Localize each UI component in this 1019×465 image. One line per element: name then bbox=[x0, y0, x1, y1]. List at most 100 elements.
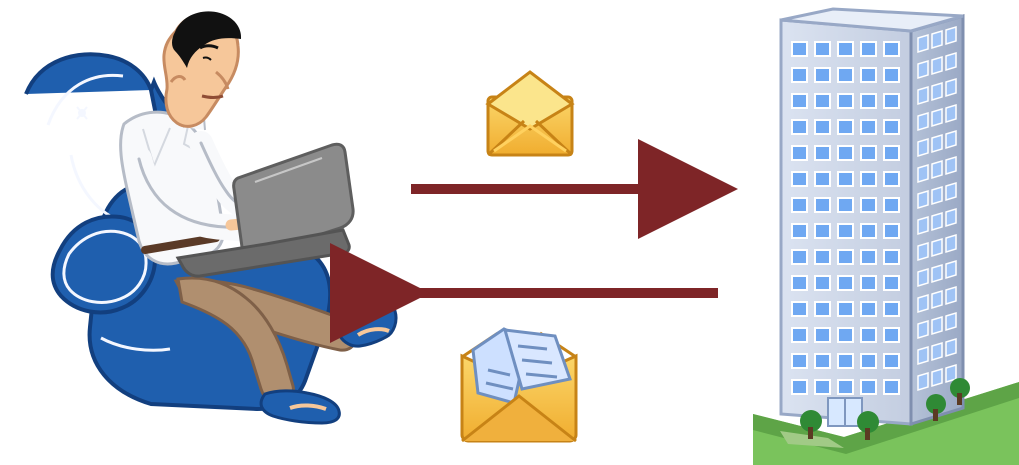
building-side-window bbox=[946, 105, 956, 122]
building-side-window bbox=[946, 365, 956, 382]
building-side-window bbox=[932, 83, 942, 100]
building-front-window bbox=[884, 42, 899, 56]
building-front-window bbox=[838, 328, 853, 342]
building-front-window bbox=[792, 198, 807, 212]
building-front-window bbox=[815, 68, 830, 82]
building-side-window bbox=[932, 317, 942, 334]
building-side-window bbox=[946, 339, 956, 356]
building-front-window bbox=[884, 198, 899, 212]
building-front-window bbox=[815, 172, 830, 186]
building-side-window bbox=[932, 161, 942, 178]
building-front-window bbox=[884, 68, 899, 82]
office-building-icon bbox=[753, 9, 1019, 465]
building-front-window bbox=[884, 146, 899, 160]
building-front-window bbox=[861, 354, 876, 368]
building-side-window bbox=[918, 87, 928, 104]
building-front-window bbox=[792, 224, 807, 238]
building-front-window bbox=[792, 120, 807, 134]
building-front-window bbox=[861, 224, 876, 238]
building-side-window bbox=[932, 369, 942, 386]
building-side-window bbox=[918, 113, 928, 130]
building-front-window bbox=[815, 120, 830, 134]
building-side-window bbox=[946, 261, 956, 278]
building-side-window bbox=[918, 35, 928, 52]
building-side-window bbox=[932, 187, 942, 204]
building-front-window bbox=[815, 94, 830, 108]
building-front-window bbox=[838, 68, 853, 82]
building-side-window bbox=[932, 265, 942, 282]
building-side-window bbox=[932, 135, 942, 152]
building-front-window bbox=[861, 68, 876, 82]
building-side-window bbox=[946, 79, 956, 96]
building-front-window bbox=[792, 276, 807, 290]
building-front-window bbox=[792, 146, 807, 160]
building-side-window bbox=[946, 183, 956, 200]
building-side-window bbox=[932, 291, 942, 308]
building-side-window bbox=[946, 209, 956, 226]
building-front-window bbox=[884, 94, 899, 108]
building-front-window bbox=[861, 146, 876, 160]
building-front-window bbox=[884, 302, 899, 316]
closed-envelope-icon bbox=[488, 72, 572, 155]
building-side-window bbox=[932, 239, 942, 256]
building-front-window bbox=[838, 42, 853, 56]
building-front-window bbox=[861, 250, 876, 264]
building-side-window bbox=[946, 131, 956, 148]
person-on-laptop-icon bbox=[26, 11, 396, 423]
building-side-window bbox=[918, 295, 928, 312]
building-side-window bbox=[946, 157, 956, 174]
building-front-window bbox=[884, 224, 899, 238]
building-side-window bbox=[918, 243, 928, 260]
building-front-window bbox=[792, 94, 807, 108]
building-front-window bbox=[792, 302, 807, 316]
building-front-window bbox=[838, 94, 853, 108]
building-front-window bbox=[884, 120, 899, 134]
building-front-window bbox=[792, 68, 807, 82]
building-front-window bbox=[815, 250, 830, 264]
building-side-window bbox=[918, 269, 928, 286]
building-front-window bbox=[861, 198, 876, 212]
building-side-window bbox=[918, 217, 928, 234]
building-side-window bbox=[932, 109, 942, 126]
building-side-window bbox=[946, 235, 956, 252]
building-side-window bbox=[932, 57, 942, 74]
building-front-window bbox=[861, 42, 876, 56]
building-front-window bbox=[838, 146, 853, 160]
building-front-window bbox=[884, 172, 899, 186]
building-front-window bbox=[861, 172, 876, 186]
building-front-window bbox=[815, 224, 830, 238]
building-front-window bbox=[861, 328, 876, 342]
building-front-window bbox=[792, 42, 807, 56]
building-side-window bbox=[918, 165, 928, 182]
building-side-window bbox=[932, 213, 942, 230]
building-front-window bbox=[838, 120, 853, 134]
building-front-window bbox=[792, 172, 807, 186]
building-front-window bbox=[861, 94, 876, 108]
building-front-window bbox=[861, 302, 876, 316]
building-front-window bbox=[815, 354, 830, 368]
building-side-window bbox=[946, 287, 956, 304]
building-front-window bbox=[884, 328, 899, 342]
building-side-window bbox=[932, 343, 942, 360]
building-front-window bbox=[838, 380, 853, 394]
building-front-window bbox=[815, 42, 830, 56]
building-front-window bbox=[792, 328, 807, 342]
building-side-window bbox=[918, 347, 928, 364]
building-front-window bbox=[838, 354, 853, 368]
building-front-window bbox=[838, 224, 853, 238]
building-front-window bbox=[815, 198, 830, 212]
building-front-window bbox=[838, 302, 853, 316]
building-side-window bbox=[918, 191, 928, 208]
building-side-window bbox=[918, 61, 928, 78]
building-side-window bbox=[946, 313, 956, 330]
building-front-window bbox=[884, 276, 899, 290]
building-front-window bbox=[792, 380, 807, 394]
building-front-window bbox=[815, 328, 830, 342]
building-front-window bbox=[792, 250, 807, 264]
building-side-window bbox=[918, 373, 928, 390]
building-front-window bbox=[838, 198, 853, 212]
building-front-window bbox=[815, 276, 830, 290]
building-front-window bbox=[815, 380, 830, 394]
building-front-window bbox=[838, 250, 853, 264]
